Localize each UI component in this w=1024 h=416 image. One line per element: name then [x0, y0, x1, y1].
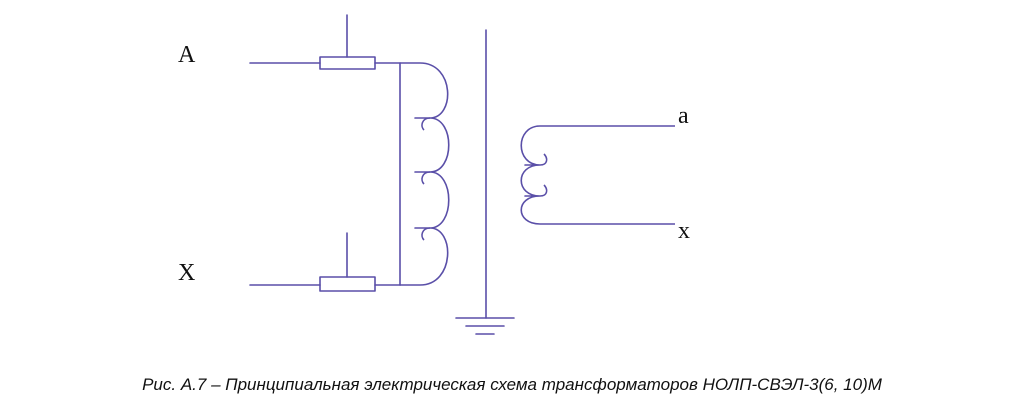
terminal-label-A: A	[178, 42, 196, 68]
figure-caption: Рис. А.7 – Принципиальная электрическая …	[142, 375, 882, 394]
terminal-label-x: x	[678, 218, 690, 244]
terminal-label-X: X	[178, 260, 195, 286]
ground-icon	[455, 317, 515, 335]
primary-bottom-lead	[249, 232, 401, 292]
secondary-winding	[520, 125, 675, 225]
primary-top-lead	[249, 14, 401, 70]
fuse-top	[319, 56, 376, 70]
terminal-label-a: a	[678, 103, 689, 129]
fuse-bottom	[319, 276, 376, 292]
